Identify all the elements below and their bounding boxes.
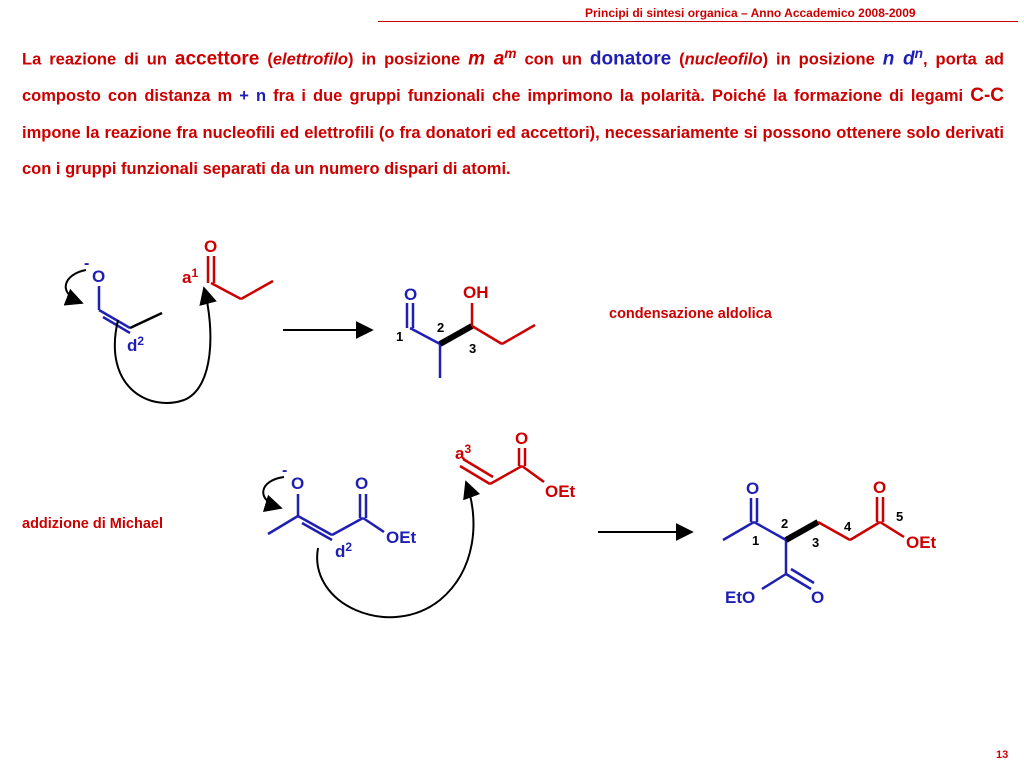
bond-line [409, 326, 441, 346]
oxygen-label: O [404, 285, 417, 304]
bond-line [459, 464, 491, 486]
text-segment: , porta ad composto con distanza [22, 50, 1005, 106]
bond-line [761, 572, 787, 591]
bond-line [297, 514, 333, 537]
bond-line [301, 521, 333, 542]
bond-line [849, 520, 881, 542]
bond-line [817, 520, 851, 542]
oxygen-label: O [811, 588, 824, 607]
bond-line [129, 311, 163, 330]
oxygen-label: O [92, 267, 105, 286]
hydroxyl-label: OH [463, 283, 489, 302]
label-michael: addizione di Michael [22, 516, 163, 532]
new-cc-bond [784, 519, 820, 543]
oxygen-label: O [873, 478, 886, 497]
position-number: 1 [752, 533, 759, 548]
bond-line [753, 520, 787, 542]
term-elettrofilo: elettrofilo [272, 50, 349, 69]
bond-line [879, 520, 905, 539]
carbonyl-acceptor-1: O a1 [182, 237, 274, 301]
bond-line [489, 464, 523, 486]
text-segment: con un [516, 50, 590, 69]
header-divider [378, 21, 1018, 22]
acceptor-label: a3 [455, 442, 471, 463]
bond-line [501, 323, 536, 346]
bond-line [331, 516, 364, 537]
oxygen-label: O [355, 474, 368, 493]
text-segment: ( [259, 50, 273, 69]
ester-label: EtO [725, 588, 755, 607]
bond-line [240, 279, 274, 301]
term-m: m [217, 87, 233, 105]
position-number: 4 [844, 519, 852, 534]
term-c-c: C-C [970, 85, 1004, 106]
curved-arrow [63, 269, 87, 306]
bond-line [471, 324, 503, 346]
text-segment: La reazione di un [22, 50, 175, 69]
text-segment: ) in posizione [348, 50, 469, 69]
donor-label: d2 [127, 334, 144, 355]
curved-arrow [262, 476, 285, 513]
oxygen-label: O [291, 474, 304, 493]
bond-line [462, 457, 494, 479]
bond-line [98, 308, 131, 330]
position-number: 2 [437, 320, 444, 335]
text-segment: ( [671, 50, 685, 69]
bond-line [362, 516, 385, 534]
enolate-donor-1: - O d2 [63, 255, 163, 355]
text-segment: ) in posizione [762, 50, 883, 69]
label-aldol: condensazione aldolica [609, 306, 772, 322]
term-accettore: accettore [174, 48, 260, 70]
intro-paragraph: La reazione di un accettore (elettrofilo… [22, 36, 1004, 188]
donor-label: d2 [335, 540, 352, 561]
bond-line [267, 514, 299, 536]
term-donatore: donatore [589, 48, 672, 70]
oxygen-label: O [746, 479, 759, 498]
position-number: 3 [812, 535, 819, 550]
term-m-superscript: m [504, 46, 517, 61]
new-cc-bond [438, 323, 474, 347]
text-segment: impone la reazione fra nucleofili ed ele… [22, 123, 1004, 179]
text-segment: fra i due gruppi funzionali che imprimon… [266, 87, 971, 105]
term-n-d: n d [882, 48, 915, 70]
bond-line [722, 520, 755, 542]
michael-product: O EtO O O OEt 1 2 3 4 5 [722, 478, 937, 607]
acceptor-label: a1 [182, 266, 198, 287]
oxygen-label: O [515, 429, 528, 448]
position-number: 3 [469, 341, 476, 356]
curved-arrow [316, 480, 481, 619]
bond-line [210, 281, 242, 301]
oxygen-label: O [204, 237, 217, 256]
curved-arrow [113, 286, 217, 404]
bond-line [785, 572, 812, 591]
negative-charge: - [84, 255, 89, 272]
position-number: 5 [896, 509, 903, 524]
header-title: Principi di sintesi organica – Anno Acca… [585, 6, 916, 20]
bond-line [790, 567, 815, 585]
term-m-a: m a [468, 48, 505, 70]
position-number: 2 [781, 516, 788, 531]
negative-charge: - [282, 462, 287, 479]
ester-label: OEt [386, 528, 417, 547]
ester-label: OEt [545, 482, 576, 501]
term-nucleofilo: nucleofilo [684, 50, 763, 69]
term-n: n [255, 87, 267, 105]
ester-label: OEt [906, 533, 937, 552]
term-plus: + [232, 87, 256, 105]
enolate-donor-2: - O O OEt d2 [262, 462, 417, 561]
term-n-superscript: n [914, 46, 923, 61]
position-number: 1 [396, 329, 403, 344]
aldol-product: O OH 1 2 3 [396, 283, 536, 378]
page-number: 13 [996, 749, 1009, 761]
bond-line [521, 464, 545, 484]
acrylate-acceptor: a3 O OEt [455, 429, 576, 501]
